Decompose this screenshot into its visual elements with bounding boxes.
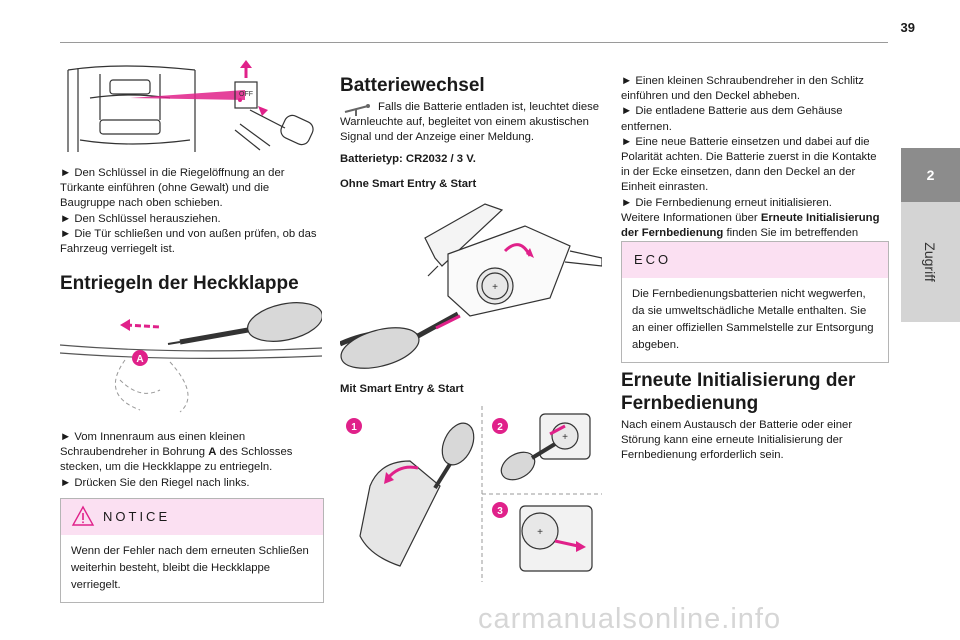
- tailgate-step-1-text-end: des Schlosses stecken, um die Heckklappe…: [60, 446, 293, 474]
- notice-title: NOTICE: [103, 509, 171, 524]
- tailgate-step-1: ► Vom Innenraum aus einen kleinen Schrau…: [60, 430, 322, 476]
- remote-reinit-text: Nach einem Austausch der Batterie oder e…: [621, 419, 853, 462]
- step-1-marker: [346, 418, 362, 434]
- step-3-number: 3: [497, 506, 503, 517]
- eco-body: Die Fernbedienungsbatterien nicht wegwer…: [632, 288, 874, 351]
- tailgate-unlock-illustration: A: [60, 302, 322, 413]
- tailgate-step-2: ► Drücken Sie den Riegel nach links.: [60, 476, 250, 489]
- svg-text:OFF: OFF: [239, 91, 253, 98]
- svg-text:+: +: [562, 432, 568, 443]
- heading-remote-reinit: Erneute Initialisierung der Fernbedienun…: [621, 370, 856, 414]
- chapter-tab-label: Zugriff: [922, 242, 938, 282]
- tailgate-step-1-ref: A: [208, 446, 217, 459]
- chapter-tab-number[interactable]: 2: [901, 148, 960, 202]
- battery-steps: ► Einen kleinen Schraubendreher in den S…: [621, 74, 887, 256]
- notice-body: Wenn der Fehler nach dem erneuten Schlie…: [71, 545, 309, 591]
- warning-triangle-icon: [71, 505, 95, 526]
- figure-marker-a-label: A: [136, 354, 143, 365]
- step-3-marker: [492, 502, 508, 518]
- tailgate-steps: ► Vom Innenraum aus einen kleinen Schrau…: [60, 430, 322, 491]
- watermark: carmanualsonline.info: [478, 603, 782, 635]
- subheading-smart-entry: Mit Smart Entry & Start: [340, 383, 464, 395]
- eco-box: ECO Die Fernbedienungsbatterien nicht we…: [621, 241, 889, 363]
- svg-text:+: +: [537, 527, 543, 538]
- lock-steps-text: ► Den Schlüssel in die Riegelöffnung an …: [60, 167, 317, 256]
- key-battery-illustration: +: [340, 203, 602, 369]
- smart-key-battery-illustration: 1 2 3 + +: [346, 406, 602, 582]
- lock-steps: ► Den Schlüssel in die Riegelöffnung an …: [60, 166, 322, 257]
- eco-title: ECO: [634, 252, 672, 267]
- subheading-no-smart-entry: Ohne Smart Entry & Start: [340, 178, 477, 190]
- notice-header: NOTICE: [61, 499, 323, 535]
- heading-tailgate-unlock: Entriegeln der Heckklappe: [60, 273, 299, 294]
- chapter-tab-background: [901, 202, 960, 322]
- eco-header: ECO: [622, 242, 888, 278]
- more-info-link[interactable]: Erneute Initialisierung der Fernbedienun…: [621, 211, 880, 240]
- more-info-text: Weitere Informationen über: [621, 211, 761, 224]
- battery-steps-text: ► Einen kleinen Schraubendreher in den S…: [621, 75, 877, 209]
- step-2-marker: [492, 418, 508, 434]
- battery-warning-icon: [344, 104, 370, 116]
- tailgate-step-1-text: ► Vom Innenraum aus einen kleinen Schrau…: [60, 431, 246, 459]
- step-2-number: 2: [497, 422, 503, 433]
- notice-box: NOTICE Wenn der Fehler nach dem erneuten…: [60, 498, 324, 603]
- remote-reinit-body: Nach einem Austausch der Batterie oder e…: [621, 418, 887, 464]
- battery-intro: Falls die Batterie entladen ist, leuchte…: [340, 100, 602, 146]
- battery-intro-text: Falls die Batterie entladen ist, leuchte…: [340, 101, 600, 144]
- battery-type: Batterietyp: CR2032 / 3 V.: [340, 153, 476, 165]
- door-lock-illustration: OFF: [67, 60, 314, 152]
- page-number: 39: [900, 20, 915, 35]
- svg-text:+: +: [492, 282, 498, 293]
- step-1-number: 1: [351, 422, 357, 433]
- heading-battery-change: Batteriewechsel: [340, 75, 485, 96]
- header-rule: [60, 42, 888, 43]
- figure-marker-a: [132, 350, 148, 366]
